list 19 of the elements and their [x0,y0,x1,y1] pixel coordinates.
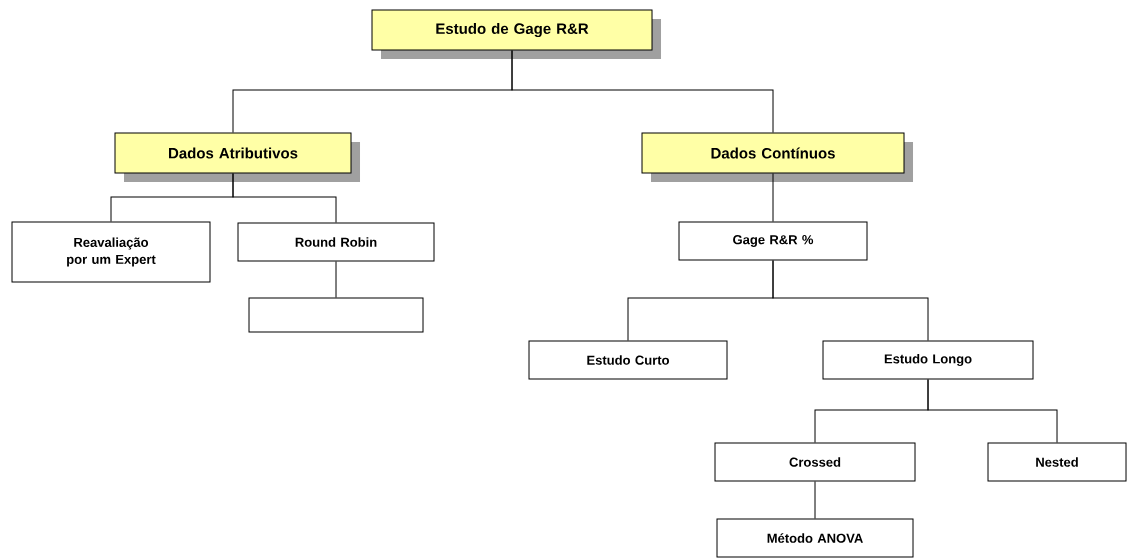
connector-line [772,173,774,222]
process-box [248,297,424,333]
connector-line [232,173,337,223]
connector-line [814,481,816,519]
process-box: Reavaliação por um Expert [11,221,211,283]
process-box: Crossed [714,442,916,482]
process-box: Estudo Longo [822,340,1034,380]
process-box: Nested [987,442,1127,482]
process-box: Gage R&R % [678,221,868,261]
connector-line [772,260,929,341]
heading-box: Dados Contínuos [641,132,913,182]
heading-box: Dados Atributivos [114,132,360,182]
process-box: Método ANOVA [716,518,914,558]
process-box: Estudo Curto [528,340,728,380]
process-box: Round Robin [237,222,435,262]
heading-box: Estudo de Gage R&R [371,9,661,59]
connector-line [927,379,1058,443]
connector-line [335,261,337,298]
connector-line [511,50,774,133]
